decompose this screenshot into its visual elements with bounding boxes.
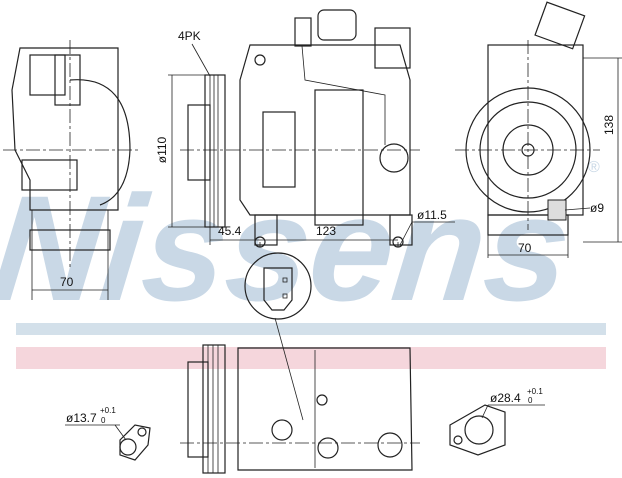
mount-span-dimension: 123: [316, 224, 336, 238]
rear-width-dimension: 70: [518, 241, 532, 255]
large-port-tol-minus: 0: [528, 396, 533, 405]
small-port-tol-plus: +0.1: [100, 406, 116, 415]
rear-hole-dimension: ø9: [590, 201, 604, 215]
registered-mark: ®: [588, 159, 600, 176]
front-view: ø110 4PK 45.4 123 ø11.5: [155, 9, 455, 248]
port-flange-small: ø13.7 +0.1 0: [65, 406, 151, 461]
mount-hole-dimension: ø11.5: [417, 208, 447, 222]
side-view: 70: [3, 40, 138, 300]
hatched-mount-section: [547, 199, 567, 221]
offset-dimension: 45.4: [218, 224, 242, 238]
small-port-diameter: ø13.7: [66, 411, 97, 425]
pulley-diameter-dimension: ø110: [155, 136, 169, 163]
side-width-dimension: 70: [60, 275, 74, 289]
large-port-tol-plus: +0.1: [527, 387, 543, 396]
blue-stripe: [16, 323, 606, 335]
brand-watermark: Nissens: [0, 164, 578, 332]
belt-type-label: 4PK: [178, 29, 201, 43]
small-port-tol-minus: 0: [101, 416, 106, 425]
connector-detail: [244, 252, 312, 421]
large-port-diameter: ø28.4: [490, 391, 521, 405]
height-dimension: 138: [602, 115, 616, 135]
port-flange-large: ø28.4 +0.1 0: [449, 387, 545, 456]
top-view: [180, 344, 420, 474]
pink-stripe: [16, 347, 606, 369]
rear-view: 138 ø9 70: [455, 1, 622, 258]
